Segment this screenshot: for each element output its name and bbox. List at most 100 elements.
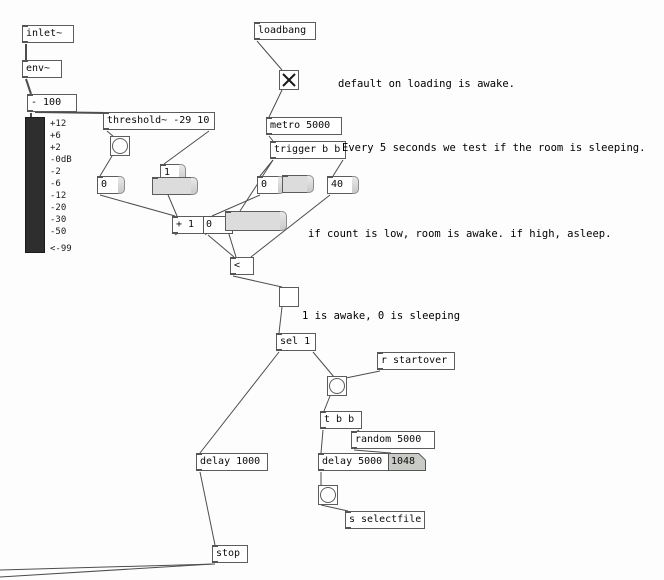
object-env[interactable]: env~ — [22, 60, 62, 78]
bang-circle-icon — [112, 138, 128, 154]
number-value: 1048 — [391, 456, 416, 467]
patch-cord[interactable] — [268, 135, 274, 142]
vu-scale-label: -6 — [50, 179, 61, 189]
box-label: random 5000 — [355, 434, 422, 445]
patch-cord[interactable] — [278, 306, 283, 334]
box-label: 1 — [164, 167, 171, 178]
patch-cord[interactable] — [268, 89, 283, 118]
object-loadbang[interactable]: loadbang — [254, 22, 316, 40]
patch-cord[interactable] — [199, 351, 280, 454]
vu-scale-label: -12 — [50, 191, 67, 201]
object-threshold[interactable]: threshold~ -29 10 — [103, 112, 215, 130]
box-label: 40 — [331, 179, 344, 190]
object-delay-1000[interactable]: delay 1000 — [196, 453, 268, 471]
box-label: stop — [216, 548, 241, 559]
box-label: inlet~ — [26, 28, 63, 39]
vu-scale-label: -30 — [50, 215, 67, 225]
object-trigger[interactable]: trigger b b — [270, 141, 346, 159]
object-metro[interactable]: metro 5000 — [266, 117, 342, 135]
box-label: 0 — [261, 179, 268, 190]
object-t-b-b[interactable]: t b b — [320, 411, 362, 429]
number-1048[interactable]: 1048 — [388, 453, 426, 471]
comment-loading: default on loading is awake. — [338, 78, 516, 90]
message-40[interactable]: 40 — [327, 176, 359, 194]
comment-test: Every 5 seconds we test if the room is s… — [342, 142, 646, 154]
comment-awake: 1 is awake, 0 is sleeping — [302, 310, 461, 322]
box-label: env~ — [26, 63, 51, 74]
box-label: trigger b b — [274, 144, 341, 155]
vu-meter — [25, 117, 45, 253]
box-label: metro 5000 — [270, 120, 331, 131]
message-empty-right[interactable] — [282, 175, 314, 193]
patch-cord[interactable] — [227, 230, 237, 258]
box-label: < — [234, 260, 241, 271]
box-label: r startover — [381, 355, 448, 366]
patch-cord[interactable] — [340, 370, 381, 380]
number-box-face — [389, 454, 425, 470]
bang-restart[interactable] — [327, 376, 347, 396]
patch-cord[interactable] — [312, 351, 335, 378]
vu-scale-label: -20 — [50, 203, 67, 213]
toggle-state[interactable] — [279, 287, 299, 307]
message-empty-left[interactable] — [152, 177, 198, 195]
object-less-than[interactable]: < — [230, 257, 254, 275]
toggle-awake[interactable] — [279, 70, 299, 90]
vu-scale-label: -50 — [50, 227, 67, 237]
object-plus-1[interactable]: + 1 — [172, 216, 204, 234]
vu-scale-label: -0dB — [50, 155, 72, 165]
box-label: threshold~ -29 10 — [107, 115, 210, 126]
box-label: delay 5000 — [322, 456, 383, 467]
patch-cord[interactable] — [256, 40, 283, 71]
patch-cord[interactable] — [207, 234, 235, 258]
box-label: 0 — [101, 179, 108, 190]
comment-count: if count is low, room is awake. if high,… — [308, 228, 612, 240]
patch-cord[interactable] — [323, 395, 331, 412]
object-inlet[interactable]: inlet~ — [22, 25, 74, 43]
object-delay-5000[interactable]: delay 5000 — [318, 453, 390, 471]
patch-cord[interactable] — [211, 194, 261, 217]
patch-cord[interactable] — [332, 159, 344, 177]
message-0-left[interactable]: 0 — [97, 176, 125, 194]
vu-scale-label: +12 — [50, 119, 67, 129]
object-stop[interactable]: stop — [212, 545, 248, 563]
patch-cord[interactable] — [0, 563, 216, 571]
toggle-cross-icon — [282, 73, 296, 87]
box-label: loadbang — [258, 25, 307, 36]
message-big[interactable] — [225, 211, 287, 231]
box-label: - 100 — [31, 97, 62, 108]
patch-cord[interactable] — [34, 111, 108, 114]
box-label: sel 1 — [280, 336, 311, 347]
object-random[interactable]: random 5000 — [351, 431, 435, 449]
object-s-selectfile[interactable]: s selectfile — [345, 511, 425, 529]
vu-scale-label: +2 — [50, 143, 61, 153]
bang-select[interactable] — [318, 485, 338, 505]
patch-cord[interactable] — [199, 471, 216, 546]
vu-scale-label: <-99 — [50, 244, 72, 254]
patch-cord[interactable] — [232, 275, 283, 288]
bang-threshold[interactable] — [110, 136, 130, 156]
object-minus-100[interactable]: - 100 — [27, 94, 77, 112]
box-label: delay 1000 — [200, 456, 261, 467]
bang-circle-icon — [320, 487, 336, 503]
patch-cord[interactable] — [99, 155, 113, 177]
patch-cord[interactable] — [25, 78, 32, 95]
object-sel-1[interactable]: sel 1 — [276, 333, 316, 351]
object-r-startover[interactable]: r startover — [377, 352, 455, 370]
message-0-right[interactable]: 0 — [257, 176, 285, 194]
vu-scale-label: -2 — [50, 167, 61, 177]
patch-cord[interactable] — [99, 194, 176, 217]
patch-cord[interactable] — [163, 130, 210, 165]
box-label: + 1 — [176, 219, 195, 230]
box-label: s selectfile — [349, 514, 422, 525]
bang-circle-icon — [329, 378, 345, 394]
patch-cord[interactable] — [0, 563, 214, 578]
patch-cord[interactable] — [320, 429, 324, 454]
number-value: 0 — [206, 219, 213, 230]
patch-cord[interactable] — [320, 504, 349, 512]
patch-cord[interactable] — [239, 159, 274, 212]
patch-cord[interactable] — [353, 449, 392, 454]
vu-scale-label: +6 — [50, 131, 61, 141]
patch-cord[interactable] — [250, 194, 331, 258]
